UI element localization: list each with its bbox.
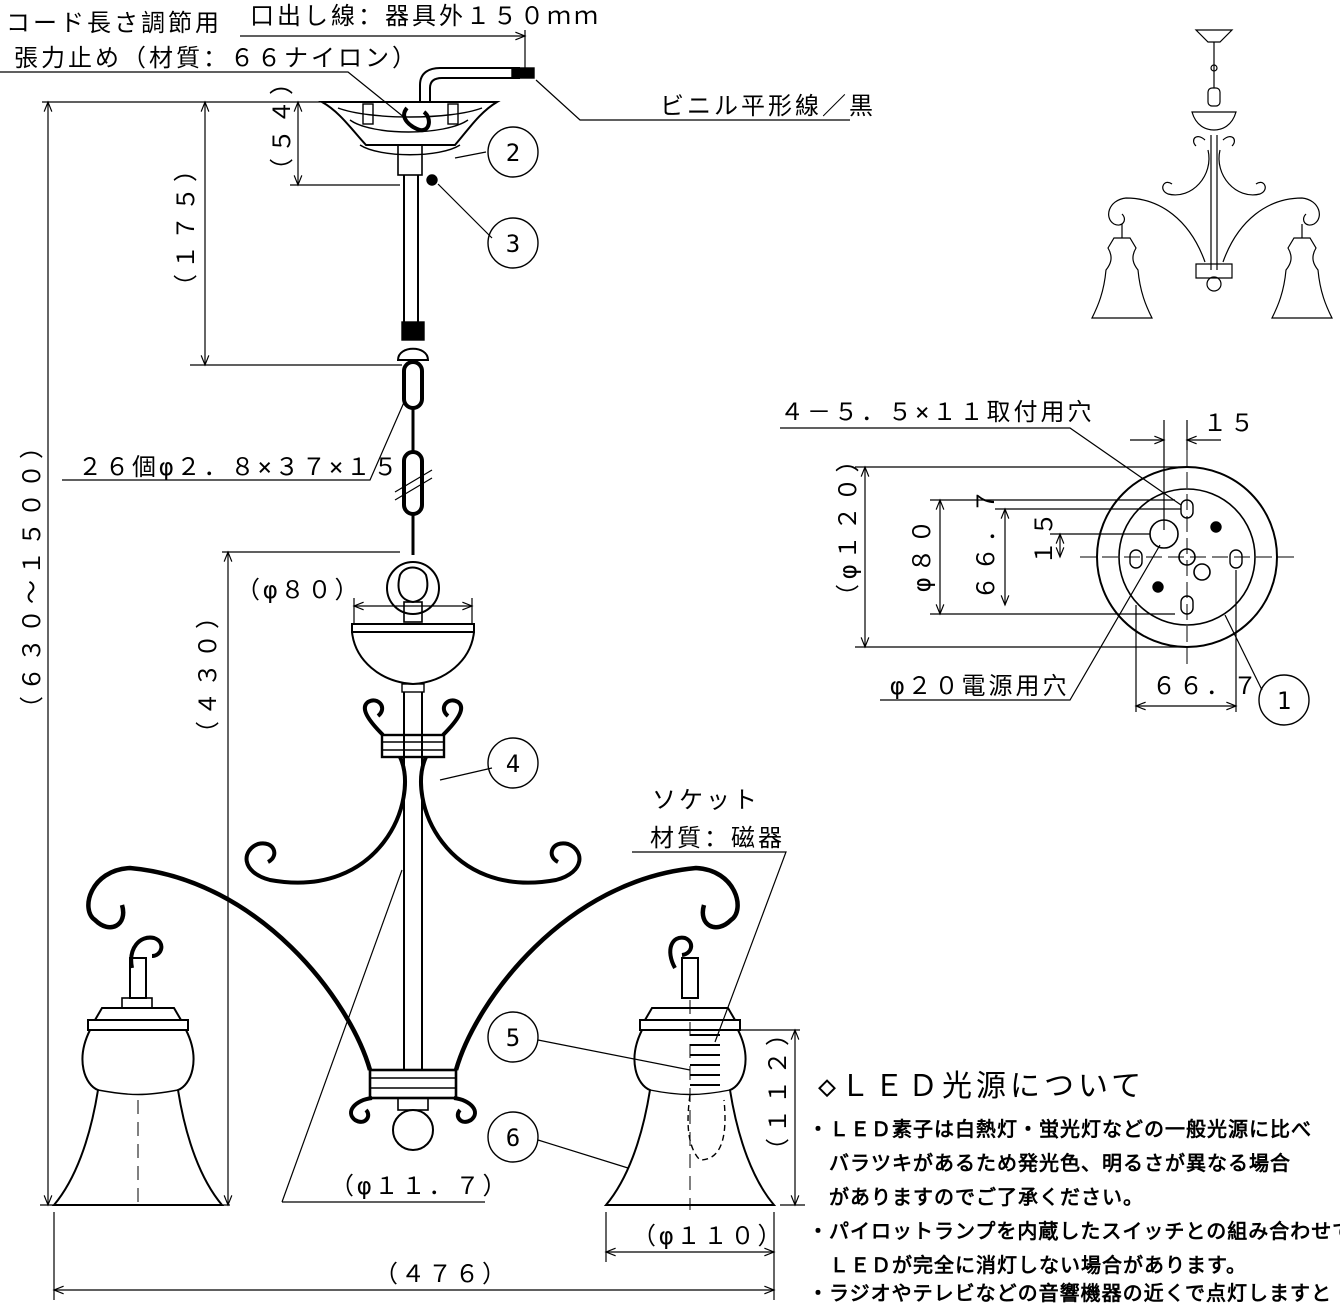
dimension-lines xyxy=(40,30,805,1300)
label-socket-1: ソケット xyxy=(652,786,760,814)
callout-6: 6 xyxy=(506,1124,520,1152)
label-mount-holes: ４－５．５×１１取付用穴 xyxy=(780,398,1094,426)
dimension-texts: （５４） （１７５） （６３０～１５００） （４３０） （１１２） （φ８０） … xyxy=(18,66,1260,1288)
callout-1: 1 xyxy=(1277,687,1291,715)
dim-66-7-horizontal: ６６．７ xyxy=(1152,672,1260,700)
label-chain: ２６個φ２．８×３７×１５ xyxy=(78,453,400,481)
callout-2: 2 xyxy=(506,139,520,167)
dim-phi11-7: （φ１１．７） xyxy=(330,1172,509,1200)
dim-phi110: （φ１１０） xyxy=(632,1222,784,1250)
dim-175: （１７５） xyxy=(172,153,200,298)
notes-line: バラツキがあるため発光色、明るさが異なる場合 xyxy=(808,1151,1291,1175)
dim-54: （５４） xyxy=(268,66,296,182)
base-dimension-lines xyxy=(780,420,1263,712)
label-lead-out: 口出し線：器具外１５０ｍｍ xyxy=(250,2,601,30)
leaders xyxy=(0,71,850,1169)
label-cord-stopper-1: コード長さ調節用 xyxy=(6,9,222,37)
label-socket-2: 材質：磁器 xyxy=(650,824,785,852)
dim-66-7-vertical: ６６．７ xyxy=(972,484,1000,600)
led-notes: ◇ＬＥＤ光源について ・ＬＥＤ素子は白熱灯・蛍光灯などの一般光源に比べ バラツキ… xyxy=(808,1069,1340,1303)
notes-line: ・ＬＥＤ素子は白熱灯・蛍光灯などの一般光源に比べ xyxy=(808,1117,1312,1141)
notes-line: がありますのでご了承ください。 xyxy=(808,1185,1144,1209)
canopy xyxy=(318,67,535,176)
callout-5: 5 xyxy=(506,1024,520,1052)
dim-476: （４７６） xyxy=(374,1260,509,1288)
screw-3 xyxy=(426,174,438,186)
shade-left xyxy=(51,935,225,1210)
label-power-hole: φ２０電源用穴 xyxy=(890,672,1069,700)
callout-3: 3 xyxy=(506,230,520,258)
notes-line: ＬＥＤが完全に消灯しない場合があります。 xyxy=(808,1253,1247,1277)
dim-112: （１１２） xyxy=(764,1017,792,1162)
labels: コード長さ調節用 張力止め（材質：６６ナイロン） 口出し線：器具外１５０ｍｍ ビ… xyxy=(6,2,1094,852)
notes-title: ◇ＬＥＤ光源について xyxy=(818,1069,1145,1104)
thumbnail-view xyxy=(1091,29,1333,319)
fixture-body xyxy=(86,561,740,1151)
callout-4: 4 xyxy=(506,750,520,778)
shade-right xyxy=(603,935,777,1210)
callout-circles xyxy=(487,126,1310,1163)
notes-line: ・パイロットランプを内蔵したスイッチとの組み合わせでは xyxy=(808,1219,1340,1243)
dim-430: （４３０） xyxy=(194,600,222,745)
callout-numbers: 1 2 3 4 5 6 xyxy=(506,139,1291,1152)
dim-phi80: （φ８０） xyxy=(236,576,361,604)
dim-phi80-base: φ８０ xyxy=(908,515,936,592)
dim-phi120: （φ１２０） xyxy=(834,444,862,608)
label-cord-stopper-2: 張力止め（材質：６６ナイロン） xyxy=(14,44,419,72)
dim-15-horizontal: １５ xyxy=(1203,409,1257,437)
base-plate-view xyxy=(1080,450,1300,665)
label-vinyl-cord: ビニル平形線／黒 xyxy=(660,92,876,120)
dim-630-1500: （６３０～１５００） xyxy=(18,430,46,720)
rod-and-chain xyxy=(394,175,433,555)
notes-line: ・ラジオやテレビなどの音響機器の近くで点灯しますと xyxy=(808,1281,1332,1303)
dim-15-vertical: １５ xyxy=(1030,507,1058,565)
